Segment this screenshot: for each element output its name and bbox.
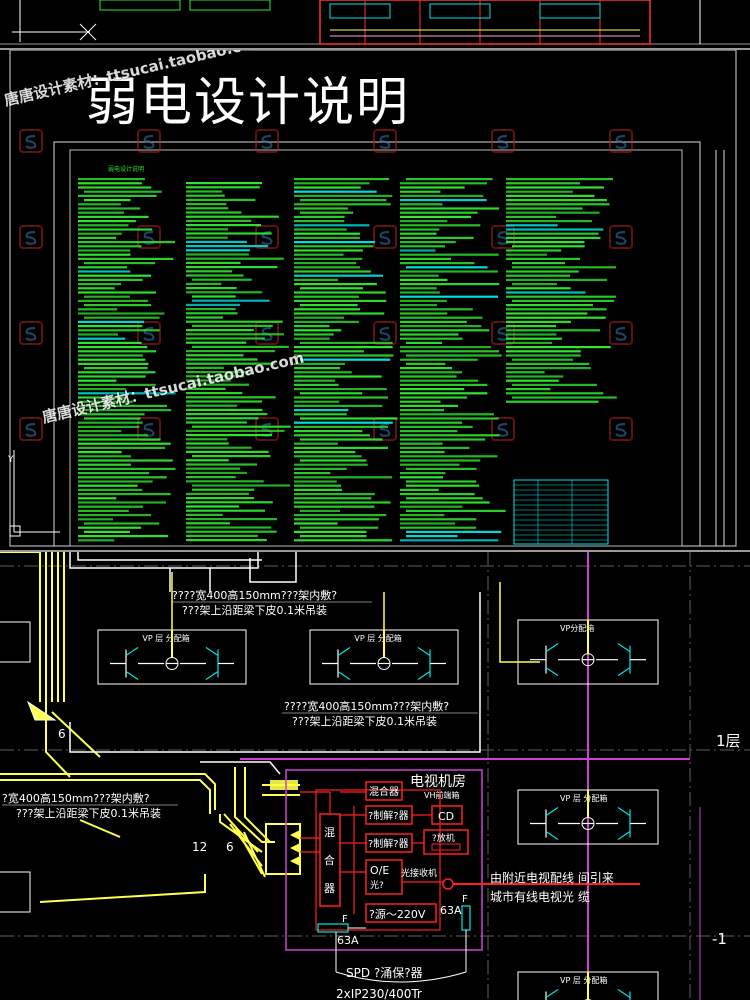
cable-count-1: 6 <box>58 727 66 741</box>
spd-spec: 2xIP230/400Tr <box>336 987 422 1000</box>
top-drawing-svg <box>0 0 750 45</box>
top-drawing-strip <box>0 0 750 50</box>
tv-system-diagram-panel: VP 层 分配箱 VP 层 分配箱 VP分配箱 VP 层 分配箱 VP 层 分配箱 ??… <box>0 552 750 1000</box>
mixer-top <box>365 781 403 801</box>
tv-room-title: 电视机房 <box>410 774 466 790</box>
vp-box-label: VP 层 分配箱 <box>560 793 607 803</box>
design-notes-sheet: Y 弱电设计说明 <box>7 50 737 547</box>
cd-player-label: CD <box>438 810 454 823</box>
power-supply-label: ?源～220V <box>369 907 426 921</box>
floor-label-b1: -1 <box>712 930 727 948</box>
video-player-label: ?放机 <box>432 832 455 844</box>
incoming-cable-line1: 由附近电视配线 间引来 <box>490 870 614 885</box>
notes-heading: 弱电设计说明 <box>108 165 144 173</box>
vp-distribution-box: VP 层 分配箱 <box>309 629 459 685</box>
breaker-1-f: F <box>342 914 348 925</box>
vp-distribution-box: VP 层 分配箱 <box>97 629 247 685</box>
cable-count-3: 6 <box>226 840 234 854</box>
tray-note-2-line1: ????宽400高150mm???架内敷? <box>284 699 449 713</box>
design-notes-panel: Y 弱电设计说明 弱电设计说明 唐唐设计素材：ttsucai.taobao.co… <box>0 50 750 550</box>
vp-distribution-box: VP 层 分配箱 <box>517 789 659 845</box>
demodulator-2: ?制解?器 <box>368 837 409 850</box>
cable-count-2: 12 <box>192 840 207 854</box>
mixer-vertical-char-1: 混 <box>324 826 335 839</box>
vp-distribution-box: VP 层 分配箱 <box>517 971 659 1000</box>
demodulator-1: ?制解?器 <box>368 809 409 822</box>
optical-receiver-label: 光接收机 <box>401 867 437 879</box>
oe-converter-sublabel: 光? <box>370 879 384 891</box>
tray-note-2-line2: ???架上沿距梁下皮0.1米吊装 <box>292 714 437 728</box>
headend-box <box>315 789 441 931</box>
tray-note-1-line2: ???架上沿距梁下皮0.1米吊装 <box>182 603 327 617</box>
panel-separator <box>0 48 750 50</box>
page-title: 弱电设计说明 <box>86 73 411 133</box>
tv-system-diagram: VP 层 分配箱 VP 层 分配箱 VP分配箱 VP 层 分配箱 VP 层 分配箱 ??… <box>0 552 750 1000</box>
oe-converter-label: O/E <box>370 864 389 877</box>
vp-box-label: VP 层 分配箱 <box>560 975 607 985</box>
vp-box-label: VP 层 分配箱 <box>354 633 401 643</box>
spd-label: SPD ?涌保?器 <box>346 966 423 980</box>
mixer-vertical-char-2: 合 <box>324 853 335 867</box>
tray-note-3-line1: ?宽400高150mm???架内敷? <box>2 791 150 805</box>
tray-note-1-line1: ????宽400高150mm???架内敷? <box>172 588 337 602</box>
breaker-2-f: F <box>462 894 468 905</box>
tray-note-3-line2: ???架上沿距梁下皮0.1米吊装 <box>16 806 161 820</box>
svg-text:Y: Y <box>7 455 14 465</box>
breaker-1-rating: 63A <box>337 934 359 947</box>
vp-distribution-box: VP分配箱 <box>517 619 659 685</box>
tv-room-boundary <box>285 769 483 951</box>
vp-box-label: VP分配箱 <box>560 623 594 633</box>
panel-separator-2 <box>0 550 750 552</box>
floor-label-1: 1层 <box>716 732 741 750</box>
mixer-top-label: 混合器 <box>369 785 399 798</box>
tv-room-subtitle: VH前端箱 <box>424 790 460 800</box>
vp-box-label: VP 层 分配箱 <box>142 633 189 643</box>
breaker-2-rating: 63A <box>440 904 462 917</box>
incoming-cable-line2: 城市有线电视光 缆 <box>490 889 590 904</box>
mixer-vertical-char-3: 器 <box>324 882 335 895</box>
